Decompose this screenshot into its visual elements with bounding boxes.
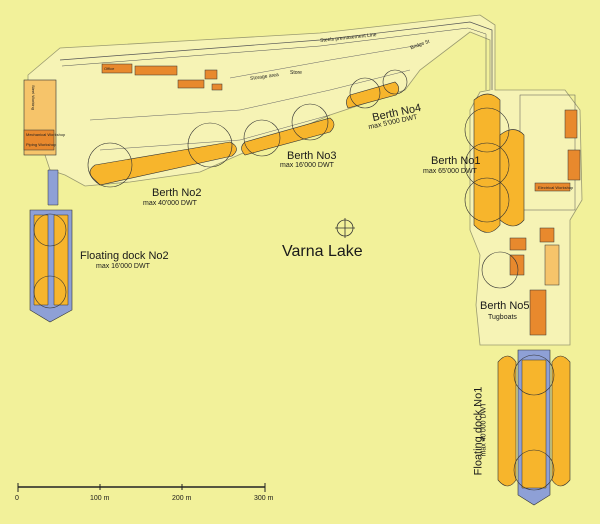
mechanical-label: Mechanical Workshop [26,132,66,137]
berth1-capacity: max 65'000 DWT [423,168,477,175]
dock1-capacity: max 40'000 DWT [480,402,488,457]
piping-label: Piping Workshop [26,142,57,147]
scale-bar [17,483,266,492]
vessel-berth1 [473,93,501,233]
compass-icon [335,218,355,238]
scale-label-200: 200 m [172,495,192,502]
berth2-name: Berth No2 [152,187,202,199]
scale-label-0: 0 [15,495,19,502]
floating-dock-no1 [497,349,571,506]
dock2-name: Floating dock No2 [80,250,169,262]
berth1-name: Berth No1 [431,155,481,167]
vessel-berth2 [89,141,237,186]
store-label: Store [290,70,302,76]
berth5-capacity: Tugboats [488,314,517,321]
berth3-capacity: max 16'000 DWT [280,162,334,169]
berth2-capacity: max 40'000 DWT [143,200,197,207]
steel-working-label: Steel Working [31,85,36,110]
office-label: Office [104,66,115,71]
floating-dock-no2 [29,169,73,323]
scale-label-300: 300 m [254,495,274,502]
dock2-capacity: max 16'000 DWT [96,263,150,270]
scale-label-100: 100 m [90,495,110,502]
berth3-name: Berth No3 [287,150,337,162]
berth5-name: Berth No5 [480,300,530,312]
map-title: Varna Lake [282,243,363,260]
electro-label: Electrical Workshop [538,185,574,190]
